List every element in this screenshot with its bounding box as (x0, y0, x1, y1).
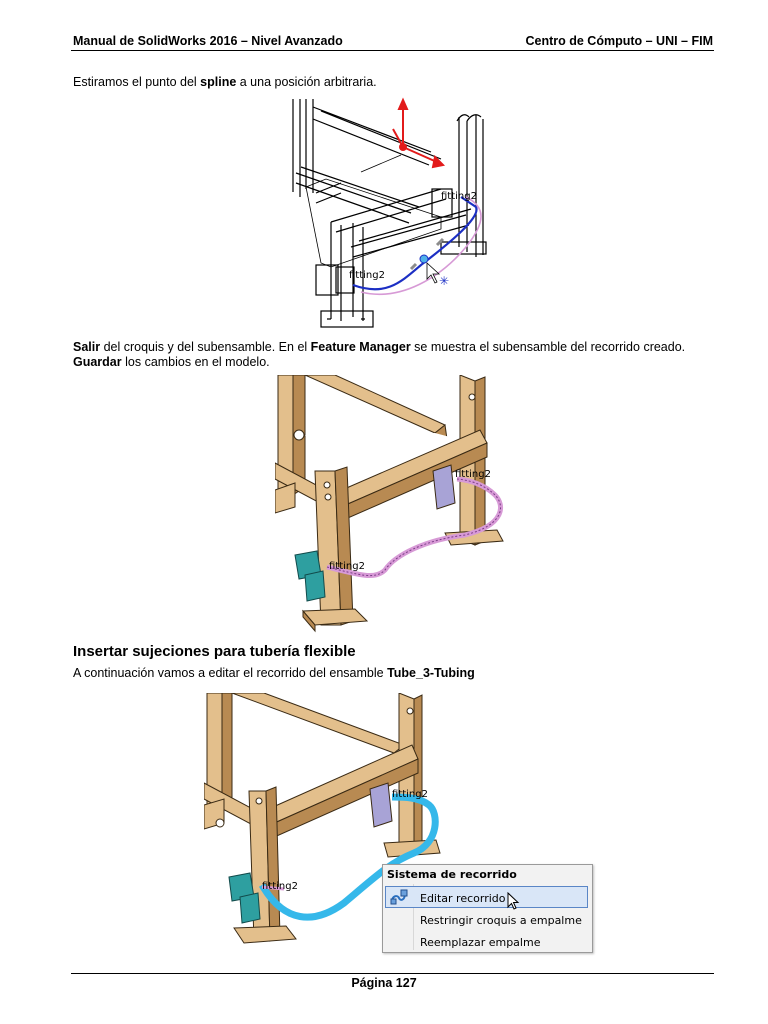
paragraph-edit-route: A continuación vamos a editar el recorri… (73, 666, 475, 680)
menu-item-edit-route[interactable]: Editar recorrido (420, 892, 506, 905)
fitting-label-front: fitting2 (349, 270, 385, 281)
mouse-cursor-icon (507, 892, 520, 910)
page-header-right: Centro de Cómputo – UNI – FIM (525, 34, 714, 48)
footer-rule (71, 973, 714, 974)
section-heading: Insertar sujeciones para tubería flexibl… (73, 643, 356, 660)
header-rule (71, 50, 714, 51)
fitting-label-front: fitting2 (329, 561, 365, 572)
menu-separator (413, 884, 414, 950)
svg-text:✳: ✳ (439, 274, 449, 288)
route-context-menu: Sistema de recorrido Editar recorrido Re… (382, 864, 593, 953)
page-number: Página 127 (351, 976, 417, 990)
paragraph-stretch-spline: Estiramos el punto del spline a una posi… (73, 75, 377, 89)
figure-route-created: fitting2 fitting2 (275, 375, 510, 637)
paragraph-exit-sketch: Salir del croquis y del subensamble. En … (73, 340, 686, 369)
edit-route-icon (390, 889, 408, 905)
menu-item-replace-fitting[interactable]: Reemplazar empalme (420, 936, 541, 949)
menu-item-highlight (385, 886, 588, 908)
fitting-label-back: fitting2 (392, 789, 428, 800)
menu-item-constrain-sketch[interactable]: Restringir croquis a empalme (420, 914, 582, 927)
fitting-label-back: fitting2 (441, 191, 477, 202)
context-menu-title: Sistema de recorrido (387, 868, 517, 881)
fitting-label-back: fitting2 (455, 469, 491, 480)
figure-spline-stretch: fitting2 fitting2 ✳ (291, 97, 491, 335)
page-header-left: Manual de SolidWorks 2016 – Nivel Avanza… (73, 34, 343, 48)
fitting-label-front: fitting2 (262, 881, 298, 892)
